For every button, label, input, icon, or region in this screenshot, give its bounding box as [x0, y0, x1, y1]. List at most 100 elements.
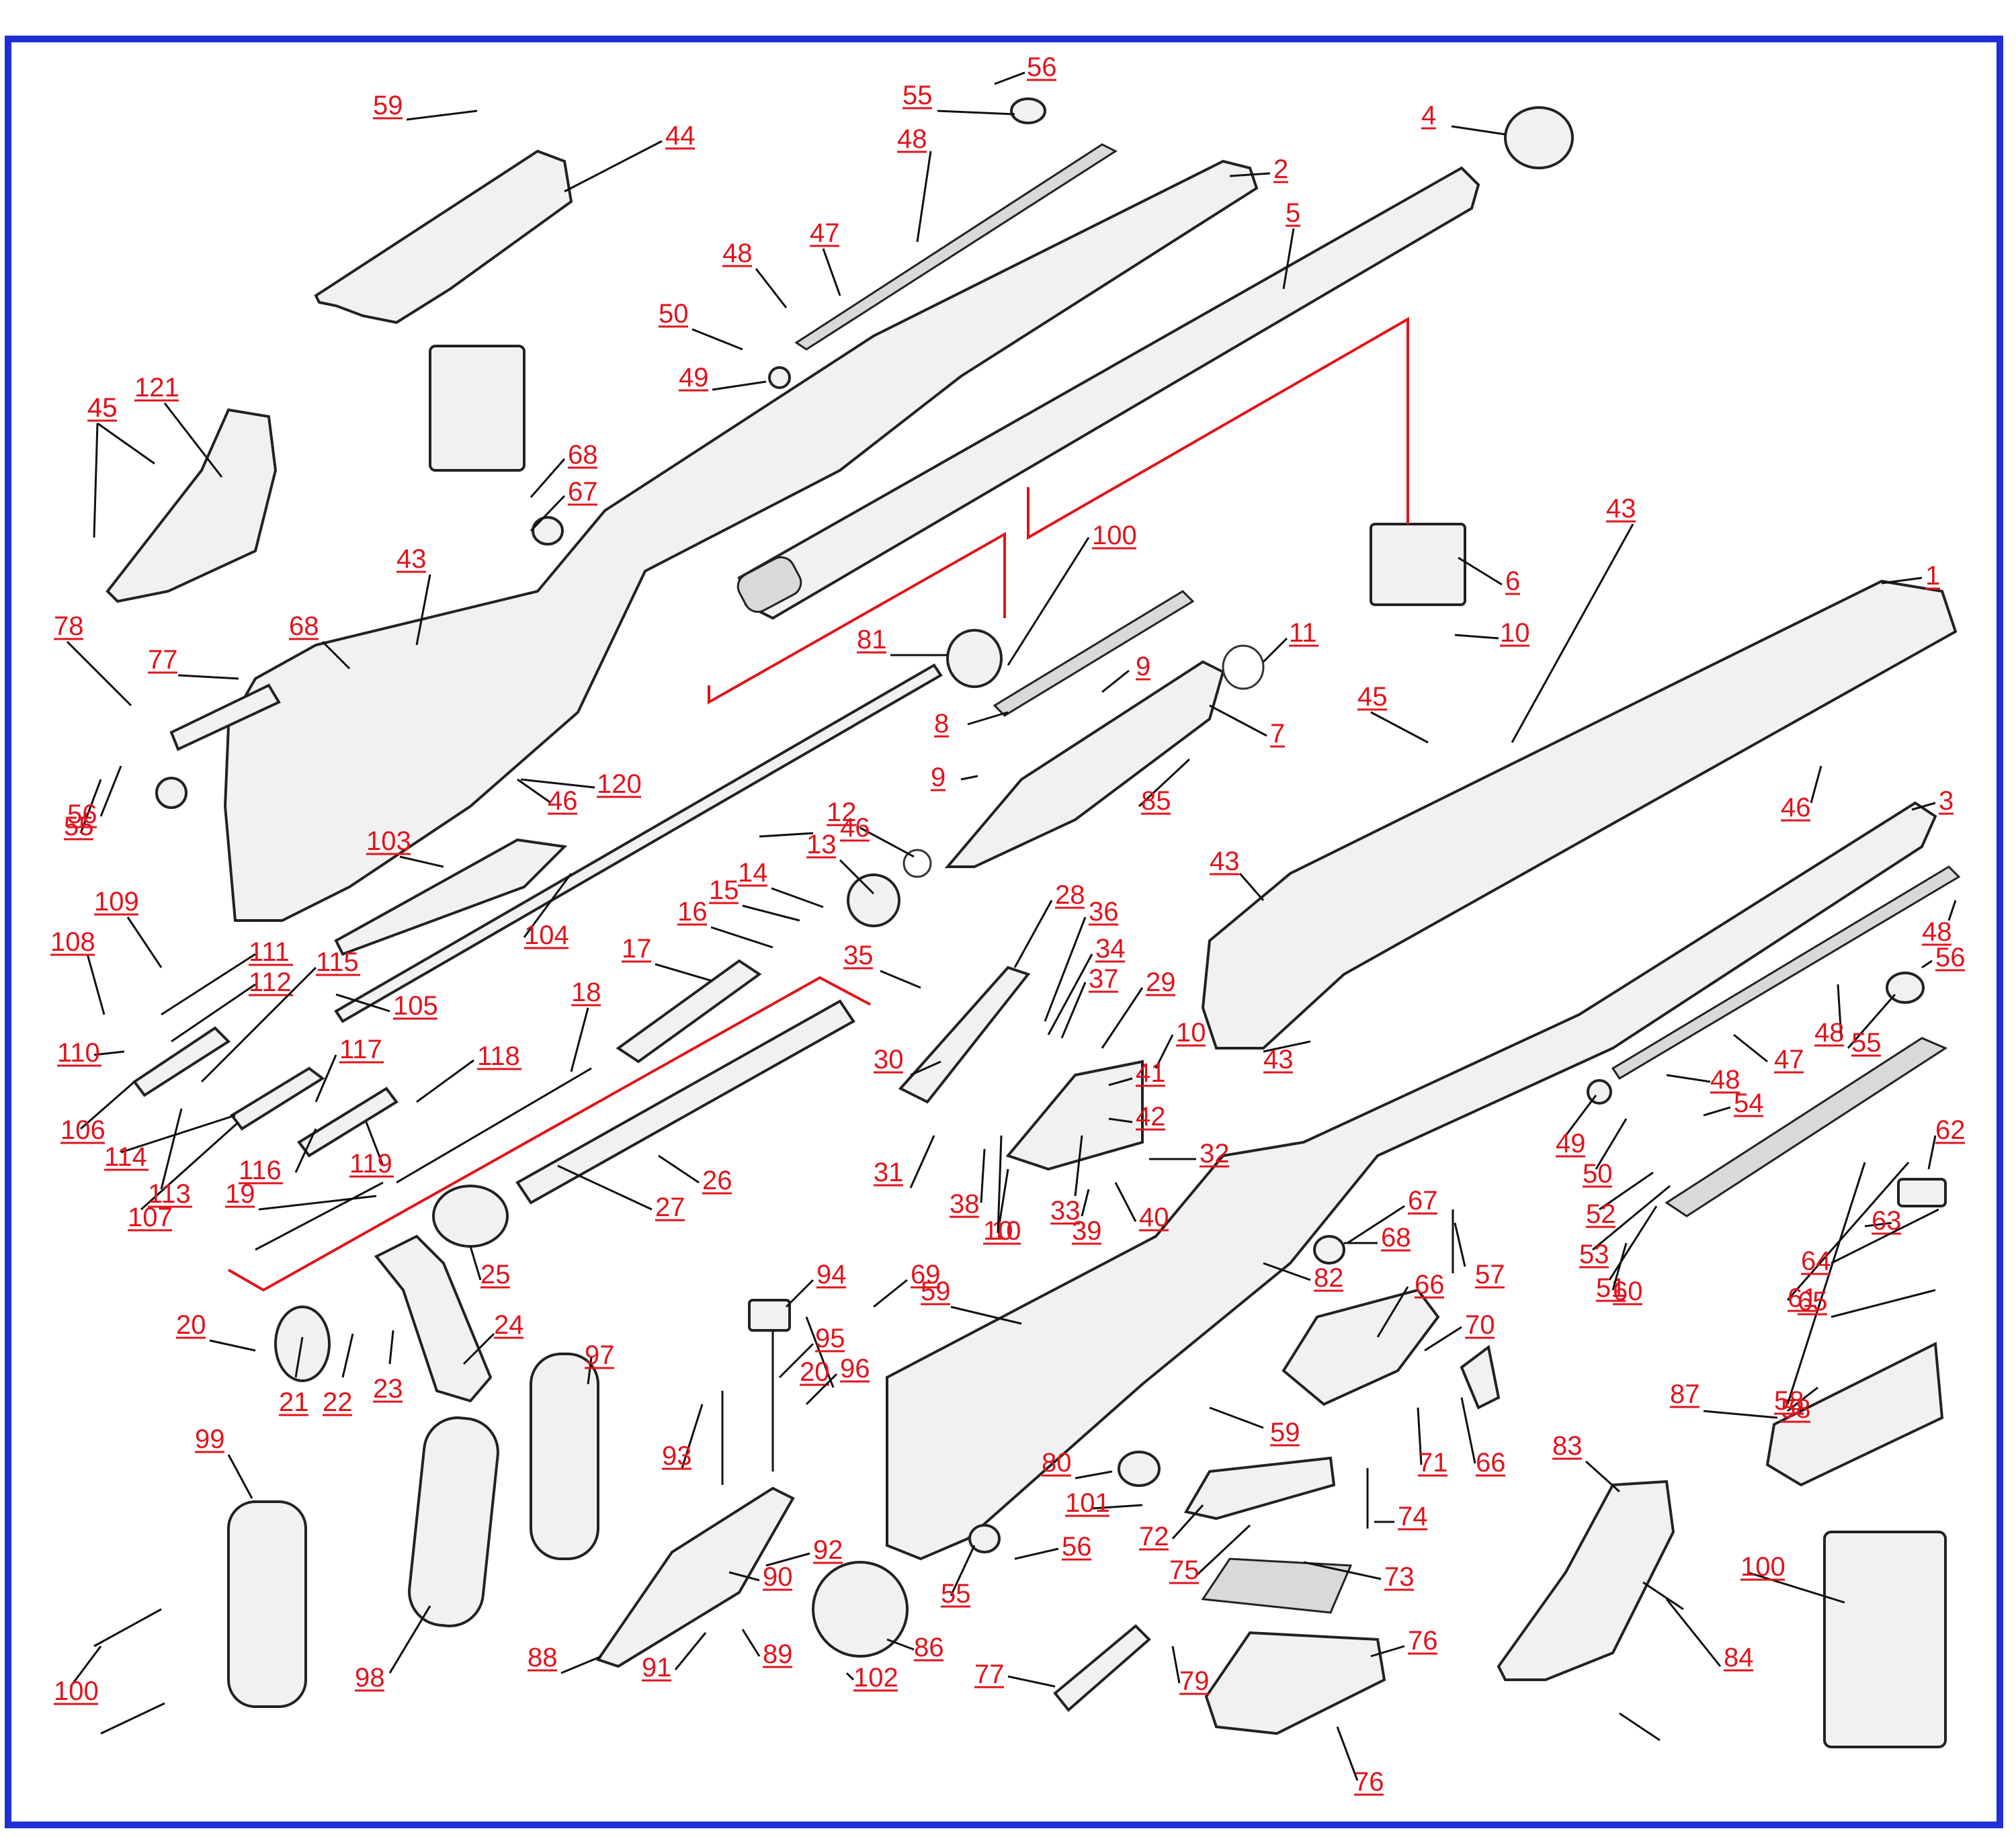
leader-line-4	[1451, 125, 1506, 136]
part-number-label: 58	[1781, 1394, 1811, 1424]
leader-line-48	[1837, 984, 1843, 1039]
leader-line-55	[1847, 994, 1896, 1049]
part-number-label: 115	[316, 947, 359, 977]
part-number-label: 94	[816, 1260, 847, 1289]
part-grip-panel-right	[1497, 1480, 1675, 1681]
part-number-label: 48	[897, 124, 927, 154]
leader-line-113	[160, 1108, 183, 1190]
part-number-label: 43	[1210, 847, 1240, 876]
leader-line-69	[873, 1279, 908, 1308]
part-number-label: 30	[874, 1045, 904, 1074]
leader-line-71	[1417, 1407, 1423, 1465]
part-number-label: 59	[1270, 1418, 1300, 1447]
leader-line-79	[1171, 1646, 1181, 1684]
part-number-label: 92	[813, 1535, 843, 1565]
part-wheel	[812, 1561, 909, 1658]
leader-line-105	[335, 993, 390, 1013]
leader-line-47	[1733, 1033, 1768, 1063]
part-screw-lower	[100, 1702, 165, 1735]
part-spring	[396, 1067, 592, 1184]
leader-line-94	[785, 1279, 814, 1308]
bracket-middle	[708, 531, 1006, 705]
part-bushing-upper	[532, 516, 564, 546]
leader-line-82	[1263, 1262, 1311, 1281]
part-number-label: 59	[373, 91, 403, 120]
part-number-label: 46	[840, 813, 870, 843]
leader-line-43	[415, 574, 431, 646]
leader-line-92	[765, 1552, 810, 1567]
leader-line-8	[967, 711, 1009, 726]
leader-line-78	[66, 640, 132, 707]
part-number-label: 112	[249, 968, 292, 997]
part-labels: 1234567899101010101112131415161718192020…	[50, 52, 1966, 1797]
leader-line-10	[1154, 1034, 1174, 1069]
part-cap-block	[748, 1299, 791, 1332]
part-number-label: 27	[655, 1193, 685, 1222]
part-number-label: 96	[840, 1354, 870, 1383]
leader-line-48	[755, 268, 788, 308]
leader-line-21	[294, 1336, 304, 1378]
part-block	[1370, 523, 1466, 606]
part-chassis-lower-right	[1201, 579, 1958, 1050]
part-number-label: 45	[87, 393, 118, 423]
leader-line-112	[171, 983, 256, 1043]
part-number-label: 93	[662, 1441, 692, 1471]
part-number-label: 100	[54, 1676, 99, 1706]
part-number-label: 103	[366, 826, 411, 856]
leader-line-44	[564, 140, 663, 193]
part-number-label: 102	[853, 1663, 898, 1693]
leader-line-16	[710, 926, 773, 949]
part-number-label: 114	[104, 1142, 147, 1172]
part-trigger-guard	[595, 1486, 795, 1668]
part-number-label: 88	[528, 1643, 558, 1672]
leader-line-100	[1747, 1571, 1845, 1604]
part-number-label: 100	[1092, 521, 1137, 550]
part-number-label: 15	[709, 875, 739, 905]
part-number-label: 48	[1922, 917, 1952, 947]
part-number-label: 84	[1724, 1643, 1754, 1672]
part-small-bar-lower	[1053, 1624, 1151, 1712]
part-ring	[1222, 644, 1265, 690]
leader-line-68	[321, 640, 351, 670]
part-number-label: 45	[1357, 682, 1388, 712]
leader-line-26	[658, 1154, 700, 1184]
parts-layer	[93, 97, 1961, 1748]
leader-line-95	[778, 1342, 814, 1379]
leader-line-49	[712, 380, 767, 391]
leader-line-28	[1013, 900, 1053, 968]
part-number-label: 2	[1273, 155, 1288, 184]
leader-line-19	[258, 1195, 377, 1211]
leader-line-43	[1511, 523, 1634, 743]
part-number-label: 66	[1415, 1270, 1445, 1299]
part-number-label: 48	[722, 239, 753, 268]
part-number-label: 86	[914, 1633, 944, 1662]
leader-line-38	[980, 1148, 986, 1203]
part-number-label: 32	[1200, 1139, 1230, 1168]
part-number-label: 119	[349, 1149, 392, 1179]
leader-line-73	[1303, 1561, 1382, 1580]
leader-line-46	[517, 778, 552, 804]
part-number-label: 34	[1095, 934, 1126, 964]
leader-line-46	[1810, 765, 1822, 804]
leader-line-60	[1611, 1242, 1628, 1291]
part-stock-long	[886, 801, 1937, 1561]
leader-line-35	[880, 970, 921, 989]
part-number-label: 110	[57, 1038, 100, 1068]
leader-line-64	[1831, 1208, 1939, 1265]
leader-line-70	[1424, 1326, 1462, 1352]
part-number-label: 12	[827, 798, 857, 827]
part-number-label: 42	[1136, 1102, 1166, 1131]
part-number-label: 82	[1314, 1263, 1344, 1293]
leader-line-103	[399, 855, 444, 868]
part-number-label: 71	[1418, 1448, 1448, 1478]
leader-line-91	[674, 1632, 707, 1670]
part-number-label: 55	[902, 81, 933, 110]
part-number-label: 76	[1354, 1767, 1384, 1797]
leader-line-101	[1091, 1504, 1143, 1510]
part-bracket	[1183, 1456, 1336, 1521]
leader-line-34	[1047, 953, 1093, 1035]
leader-line-68	[530, 458, 566, 498]
leader-line-39	[1081, 1189, 1090, 1217]
grouping-brackets	[228, 316, 1409, 1292]
